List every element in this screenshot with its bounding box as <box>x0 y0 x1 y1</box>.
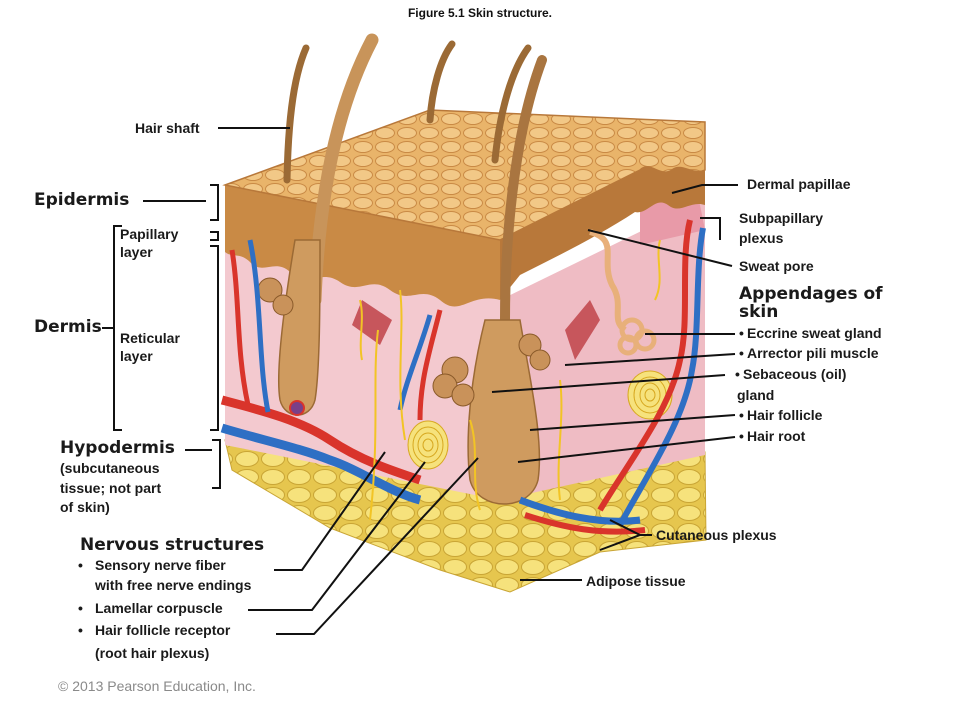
epidermis-top <box>222 109 706 241</box>
vein-branch-2 <box>397 314 433 411</box>
label-papillary-layer-2: layer <box>120 244 153 260</box>
label-hair-follicle-receptor-2: (root hair plexus) <box>95 645 210 661</box>
hair-follicle-right <box>467 319 541 505</box>
label-lamellar-corpuscle: Lamellar corpuscle <box>95 600 223 616</box>
artery-side <box>597 219 693 512</box>
arrector-pili-muscle-right <box>565 300 600 360</box>
label-eccrine: Eccrine sweat gland <box>747 325 882 341</box>
label-hair-follicle: Hair follicle <box>747 407 823 423</box>
label-dermal-papillae: Dermal papillae <box>747 176 851 192</box>
label-arrector: Arrector pili muscle <box>747 345 879 361</box>
label-reticular-layer-1: Reticular <box>120 330 180 346</box>
label-subpapillary-2: plexus <box>739 230 784 246</box>
label-hypodermis-note-3: of skin) <box>60 499 110 515</box>
label-reticular-layer-2: layer <box>120 348 153 364</box>
label-hair-shaft: Hair shaft <box>135 120 200 136</box>
bullet-hair-follicle: • <box>739 407 744 423</box>
label-epidermis: Epidermis <box>34 190 130 210</box>
label-sensory-nerve-1: Sensory nerve fiber <box>95 557 226 573</box>
sensory-nerve-fibers <box>359 239 661 521</box>
epidermis-front <box>225 185 500 307</box>
label-hair-follicle-receptor-1: Hair follicle receptor <box>95 622 231 638</box>
label-adipose-tissue: Adipose tissue <box>586 573 686 589</box>
label-subpapillary-1: Subpapillary <box>739 210 824 226</box>
vein-branch-1 <box>247 239 271 413</box>
hair-bulb-left <box>289 400 305 416</box>
hair-strand-1 <box>283 44 310 184</box>
hair-strand-3 <box>491 44 532 164</box>
artery-front <box>220 395 422 485</box>
vein-front <box>220 423 422 505</box>
label-papillary-layer-1: Papillary <box>120 226 179 242</box>
bullet-eccrine: • <box>739 325 744 341</box>
label-hypodermis-note-1: (subcutaneous <box>60 460 160 476</box>
label-hair-root: Hair root <box>747 428 806 444</box>
label-sebaceous-2: gland <box>737 387 775 403</box>
bullet-hair-root: • <box>739 428 744 444</box>
eccrine-sweat-coil <box>617 317 657 356</box>
label-sensory-nerve-2: with free nerve endings <box>95 577 252 593</box>
sebaceous-gland <box>257 277 551 407</box>
bullet-lamellar: • <box>78 600 83 616</box>
epidermis-side <box>500 166 705 300</box>
hair-strand-2 <box>426 40 456 124</box>
label-hypodermis: Hypodermis <box>60 438 175 458</box>
label-cutaneous-plexus: Cutaneous plexus <box>656 527 777 543</box>
label-dermis: Dermis <box>34 317 102 337</box>
figure-title: Figure 5.1 Skin structure. <box>407 6 553 20</box>
label-sebaceous-1: Sebaceous (oil) <box>743 366 847 382</box>
eccrine-sweat-duct <box>589 229 627 333</box>
artery-branch-2 <box>417 309 443 421</box>
bullet-sebaceous: • <box>735 366 740 382</box>
copyright-notice: © 2013 Pearson Education, Inc. <box>58 678 256 694</box>
bullet-arrector: • <box>739 345 744 361</box>
bullet-sensory: • <box>78 557 83 573</box>
artery-branch-1 <box>229 249 251 406</box>
label-appendages-2: skin <box>739 302 779 322</box>
bullet-hair-follicle-receptor: • <box>78 622 83 638</box>
leader-lines <box>102 127 738 635</box>
label-hypodermis-note-2: tissue; not part <box>60 480 162 496</box>
vein-side <box>617 227 706 527</box>
label-sweat-pore: Sweat pore <box>739 258 814 274</box>
hair-shaft-right <box>500 55 547 325</box>
cutaneous-plexus-vessel <box>518 496 641 525</box>
lamellar-corpuscle-left <box>407 420 449 470</box>
label-nervous-structures: Nervous structures <box>80 535 265 555</box>
label-appendages-1: Appendages of <box>739 284 883 304</box>
